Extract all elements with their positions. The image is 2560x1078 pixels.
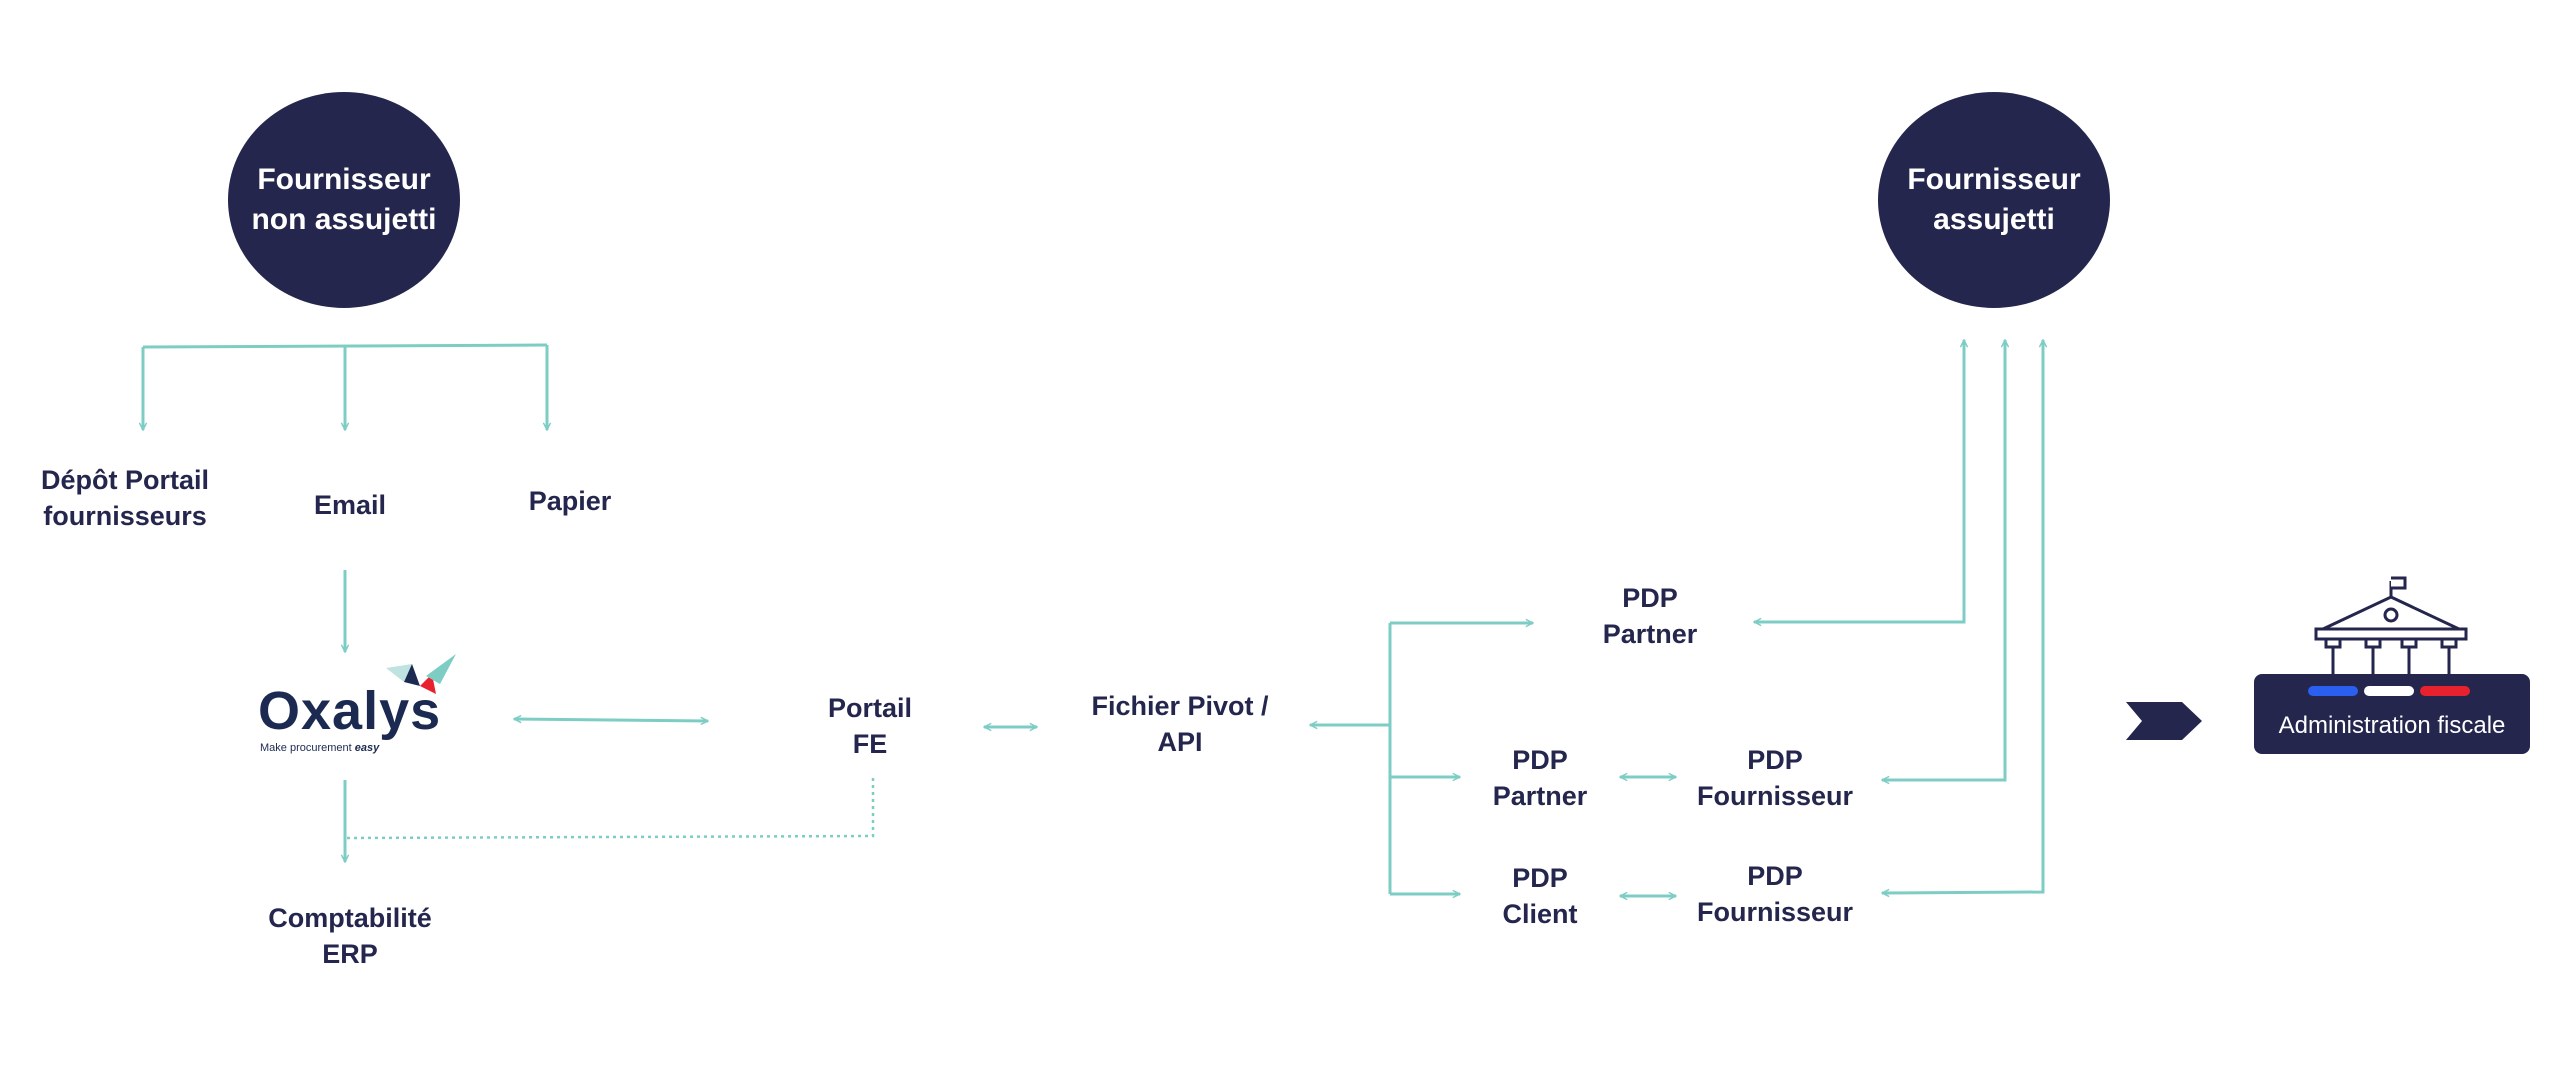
fournisseur-non-assujetti-label: Fournisseur non assujetti (251, 163, 437, 236)
pdp-client-node: PDP Client (1502, 863, 1578, 929)
fournisseur-assujetti-label: Fournisseur assujetti (1907, 163, 2081, 236)
connector-return-3 (1882, 340, 2043, 893)
fournisseur-non-assujetti-node: Fournisseur non assujetti (228, 92, 460, 308)
oxalys-mark-icon (386, 654, 456, 694)
flag-red-bar (2420, 686, 2470, 696)
papier-node: Papier (528, 486, 612, 516)
email-node: Email (313, 490, 387, 520)
pdp-fournisseur-mid-node: PDP Fournisseur (1696, 745, 1854, 811)
pdp-fournisseur-bottom-node: PDP Fournisseur (1696, 861, 1854, 927)
connector-return-2 (1882, 340, 2005, 780)
flag-blue-bar (2308, 686, 2358, 696)
oxalys-wordmark: Oxalys (258, 681, 442, 741)
government-building-icon (2314, 576, 2468, 675)
depot-portail-node: Dépôt Portail fournisseurs (40, 465, 209, 531)
connector-oxalys-portail (514, 719, 708, 721)
connector-return-1 (1754, 340, 1964, 622)
fichier-pivot-node: Fichier Pivot / API (1091, 691, 1269, 757)
pdp-partner-mid-node: PDP Partner (1492, 745, 1588, 811)
administration-fiscale-node: Administration fiscale (2254, 674, 2530, 754)
flag-white-bar (2364, 686, 2414, 696)
oxalys-logo: Oxalys Make procurement easy (256, 654, 456, 754)
pdp-partner-top-node: PDP Partner (1602, 583, 1698, 649)
chevron-right-icon (2126, 702, 2202, 740)
fournisseur-assujetti-node: Fournisseur assujetti (1878, 92, 2110, 308)
administration-fiscale-label: Administration fiscale (2278, 712, 2506, 739)
comptabilite-erp-node: Comptabilité ERP (268, 903, 432, 969)
french-flag-bars (2308, 686, 2470, 696)
portail-fe-node: Portail FE (827, 693, 913, 759)
oxalys-tagline: Make procurement easy (260, 742, 380, 754)
connector-portail-comptabilite-dotted (344, 778, 875, 840)
